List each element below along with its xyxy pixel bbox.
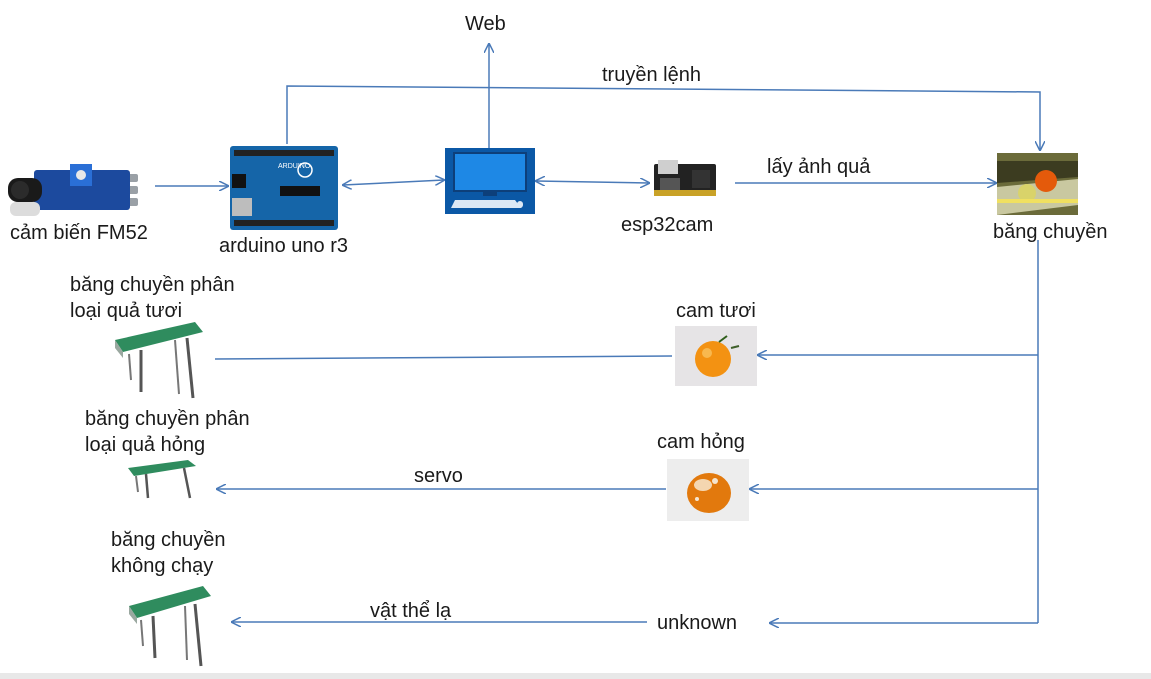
svg-text:ARDUINO: ARDUINO xyxy=(278,163,311,170)
arduino-computer-arrow xyxy=(343,180,444,185)
idle-belt-label-line2: không chạy xyxy=(111,555,214,577)
rotten-belt-image xyxy=(128,460,196,499)
fresh-to-belt-arrow xyxy=(214,355,673,360)
arduino-board-image: ARDUINO xyxy=(230,146,338,230)
conveyor-photo-image xyxy=(997,153,1078,215)
fresh-orange-image xyxy=(675,326,757,386)
fresh-belt-label-line2: loại quả tươi xyxy=(70,300,183,322)
esp32cam-label: esp32cam xyxy=(621,214,714,236)
conveyor-label: băng chuyền xyxy=(993,221,1108,243)
servo-label: servo xyxy=(414,465,463,487)
arduino-label: arduino uno r3 xyxy=(219,235,348,257)
computer-image xyxy=(445,148,535,214)
capture-label: lấy ảnh quả xyxy=(767,156,871,178)
rotten-belt-label-line1: băng chuyền phân xyxy=(85,408,250,430)
command-arrow xyxy=(286,85,1040,150)
unknown-label: unknown xyxy=(657,612,738,634)
rotten-orange-label: cam hỏng xyxy=(657,431,745,453)
computer-esp32cam-arrow xyxy=(536,181,649,183)
fresh-orange-label: cam tươi xyxy=(676,300,756,322)
fresh-belt-image xyxy=(115,322,203,399)
web-label: Web xyxy=(465,13,506,35)
rotten-orange-image xyxy=(667,459,749,521)
sensor-label: cảm biến FM52 xyxy=(10,222,148,244)
bottom-scroll-strip xyxy=(0,673,1151,679)
esp32cam-image xyxy=(654,160,716,196)
ir-sensor-image xyxy=(8,164,138,216)
rotten-belt-label-line2: loại quả hỏng xyxy=(85,434,206,456)
foreign-object-label: vật thể lạ xyxy=(370,600,452,622)
fresh-belt-label-line1: băng chuyền phân xyxy=(70,274,235,296)
idle-belt-label-line1: băng chuyền xyxy=(111,529,226,551)
idle-belt-image xyxy=(129,586,211,667)
command-label: truyền lệnh xyxy=(602,64,701,86)
